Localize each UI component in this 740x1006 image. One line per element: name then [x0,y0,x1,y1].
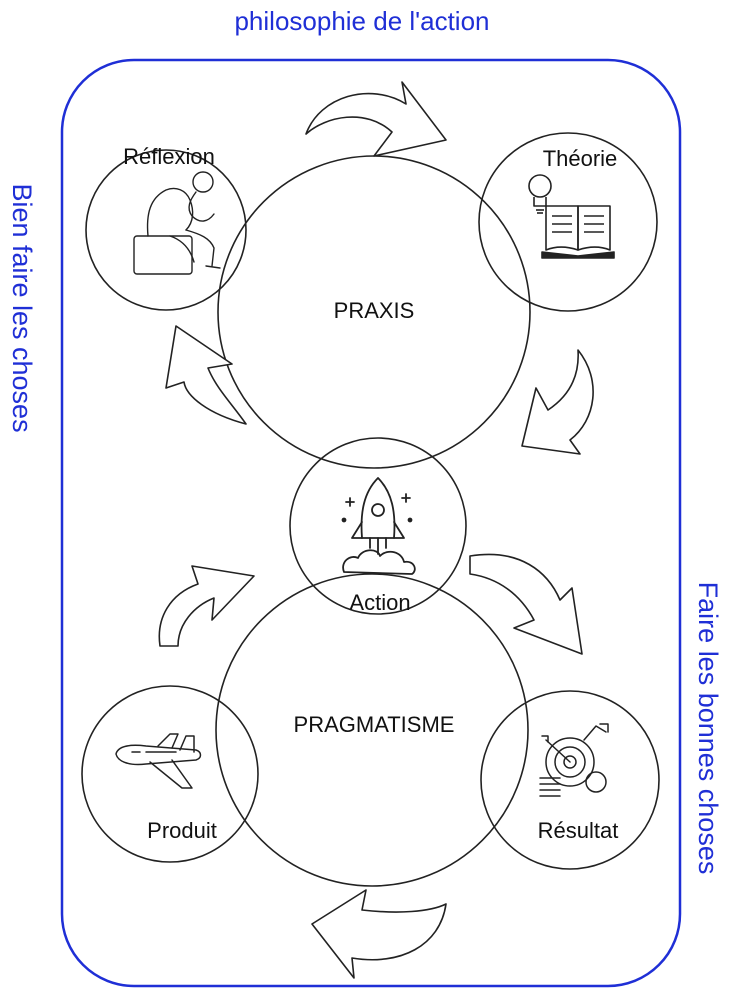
arrow-left-lower [158,565,255,647]
reflexion-circle [85,149,247,311]
side-label-right: Faire les bonnes choses [693,582,723,875]
arrow-top [305,81,447,157]
arrow-right-lower [469,553,583,655]
resultat-circle [480,690,660,870]
theorie-circle [478,132,658,312]
action-label: Action [349,590,410,615]
arrow-left-upper [165,325,247,425]
arrow-right-upper [521,349,594,455]
produit-label: Produit [147,818,217,843]
praxis-label: PRAXIS [334,298,415,323]
lightbulb-book-icon [528,174,615,259]
outer-frame [60,58,682,988]
arrow-bottom [311,889,447,979]
theorie-label: Théorie [543,146,618,171]
side-label-left: Bien faire les choses [7,183,37,432]
pragmatisme-label: PRAGMATISME [294,712,455,737]
diagram-title: philosophie de l'action [234,6,489,36]
airplane-icon [115,733,202,789]
reflexion-label: Réflexion [123,144,215,169]
produit-circle [81,685,259,863]
action-circle [289,437,467,615]
resultat-label: Résultat [538,818,619,843]
thinker-statue-icon [133,171,221,275]
pragmatisme-circle [215,573,529,887]
rocket-launch-icon [341,477,416,575]
target-coins-icon [539,723,609,797]
